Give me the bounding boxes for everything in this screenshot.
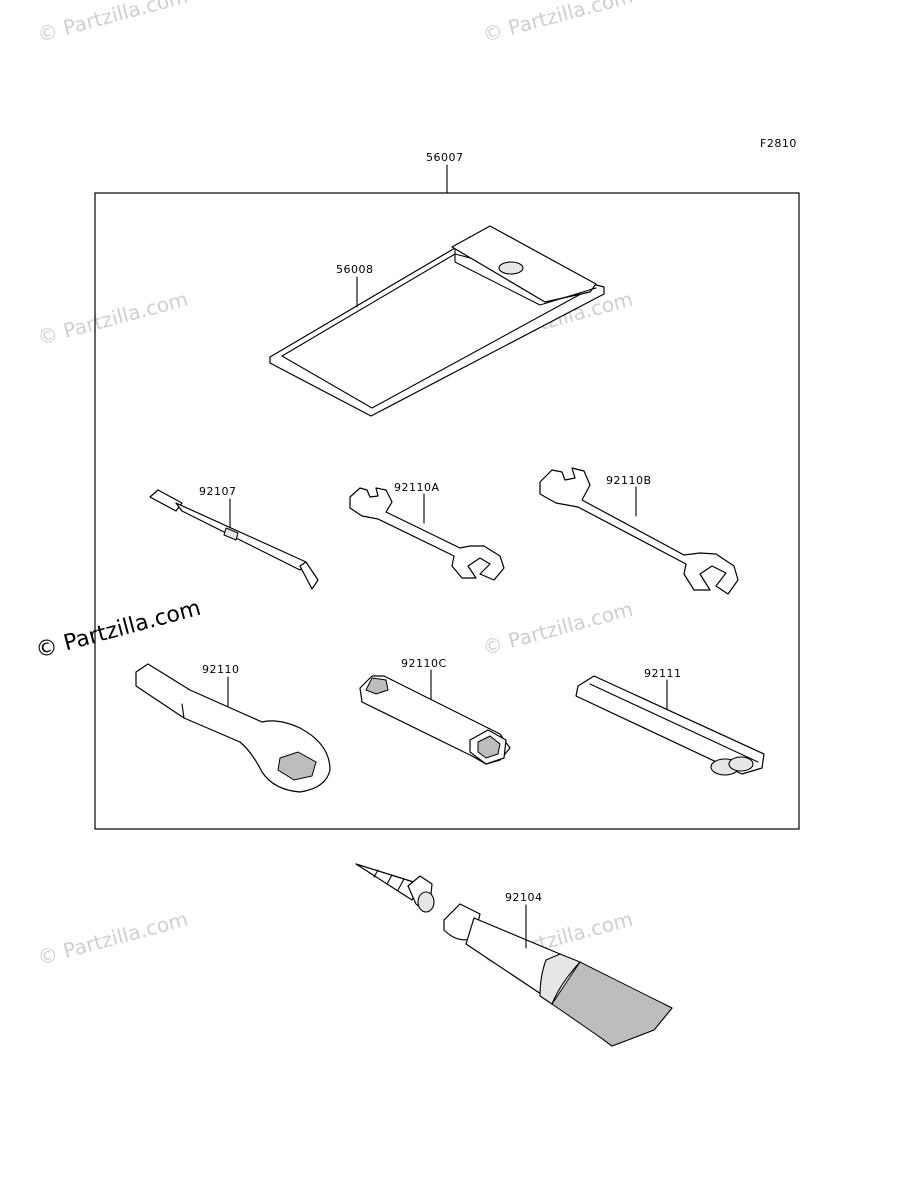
small-open-wrench-illustration <box>349 487 505 581</box>
figure-code: F2810 <box>760 137 797 150</box>
handle-bar-illustration <box>575 675 765 776</box>
part-label-92110a: 92110A <box>394 481 440 494</box>
part-label-92110c: 92110C <box>401 657 447 670</box>
part-label-56007: 56007 <box>426 151 464 164</box>
watermark: © Partzilla.com <box>33 596 203 664</box>
part-label-92107: 92107 <box>199 485 237 498</box>
grease-tube-illustration <box>355 863 673 1047</box>
part-label-92110b: 92110B <box>606 474 652 487</box>
part-label-92111: 92111 <box>644 667 682 680</box>
ring-wrench-illustration <box>135 663 331 793</box>
large-open-wrench-illustration <box>539 467 739 595</box>
screwdriver-illustration <box>149 489 319 590</box>
part-label-92104: 92104 <box>505 891 543 904</box>
box-wrench-illustration <box>359 675 511 765</box>
watermark: © Partzilla.com <box>35 287 190 350</box>
tool-case-illustration <box>269 225 605 417</box>
watermark: © Partzilla.com <box>35 907 190 970</box>
part-label-56008: 56008 <box>336 263 374 276</box>
watermark: © Partzilla.com <box>480 0 635 47</box>
watermark: © Partzilla.com <box>480 597 635 660</box>
part-label-92110: 92110 <box>202 663 240 676</box>
watermark: © Partzilla.com <box>35 0 190 47</box>
